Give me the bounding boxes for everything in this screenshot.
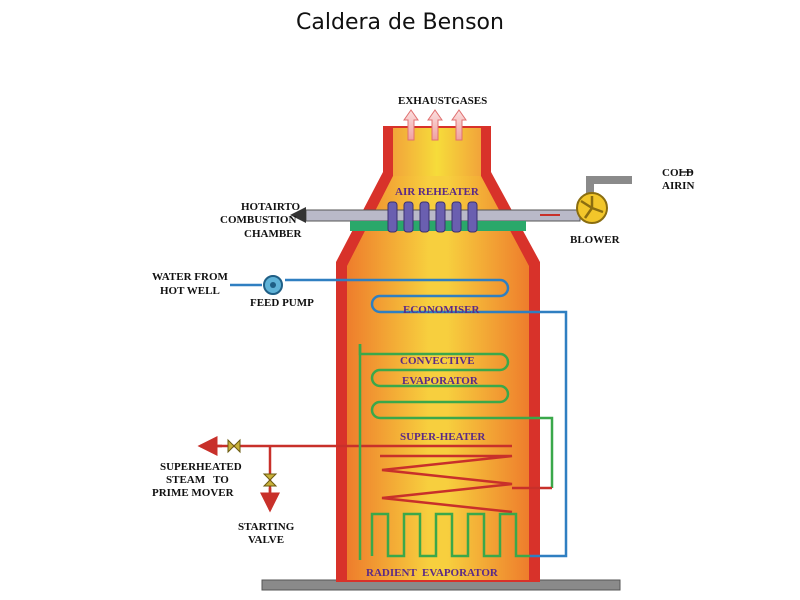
convective-label-2: EVAPORATOR <box>402 375 479 387</box>
economiser-coil <box>230 278 568 558</box>
steam-valve-icon <box>227 438 241 454</box>
economiser-label: ECONOMISER <box>403 304 480 316</box>
hot-air-label-1: HOTAIRTO <box>241 201 301 213</box>
water-label-2: HOT WELL <box>160 285 220 297</box>
feed-pump-icon <box>263 275 283 295</box>
convective-evaporator-coil <box>358 344 554 488</box>
steam-label-3: PRIME MOVER <box>152 487 235 499</box>
cold-air-label-1: COLD <box>662 167 694 179</box>
exhaust-arrows <box>403 109 467 141</box>
convective-label-1: CONVECTIVE <box>400 355 475 367</box>
feed-pump-label: FEED PUMP <box>250 297 314 309</box>
exhaust-label: EXHAUSTGASES <box>398 95 487 107</box>
radient-evaporator-label: RADIENT EVAPORATOR <box>366 567 499 579</box>
hot-air-label-2: COMBUSTION <box>220 214 296 226</box>
super-heater-label: SUPER-HEATER <box>400 431 486 443</box>
starting-valve-label-2: VALVE <box>248 534 284 546</box>
radient-evaporator-coil <box>358 344 530 560</box>
hot-air-label-3: CHAMBER <box>244 228 303 240</box>
diagram-title: Caldera de Benson <box>296 10 504 35</box>
starting-valve-label-1: STARTING <box>238 521 295 533</box>
blower-icon <box>576 176 632 224</box>
air-reheater-label: AIR REHEATER <box>395 186 480 198</box>
water-label-1: WATER FROM <box>152 271 228 283</box>
steam-label-2: STEAM TO <box>166 474 229 486</box>
starting-valve-icon <box>262 473 278 487</box>
cold-air-label-2: AIRIN <box>662 180 694 192</box>
air-duct <box>290 201 581 233</box>
steam-label-1: SUPERHEATED <box>160 461 242 473</box>
blower-label: BLOWER <box>570 234 621 246</box>
